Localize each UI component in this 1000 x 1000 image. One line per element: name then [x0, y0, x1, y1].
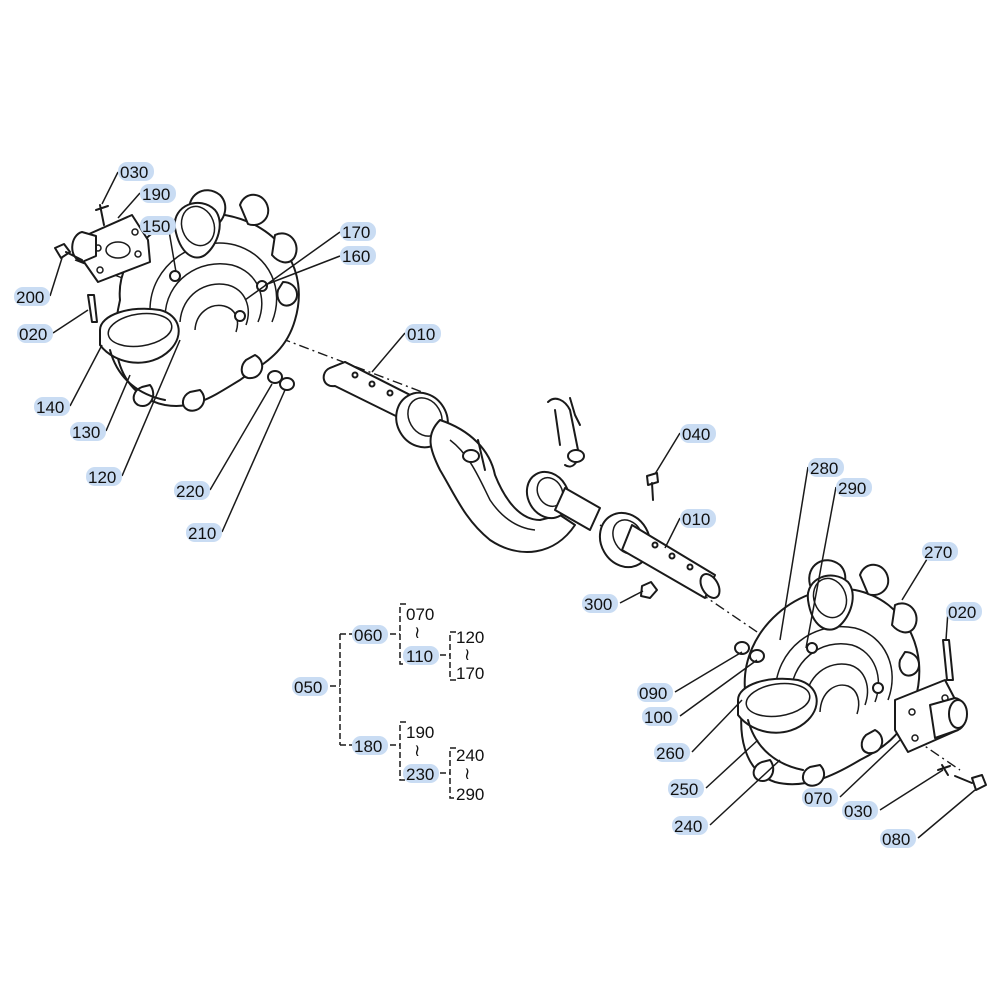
callout-010-top: 010	[405, 324, 441, 344]
svg-text:150: 150	[142, 217, 170, 236]
callout-290-right: 290	[836, 478, 872, 498]
svg-text:280: 280	[810, 459, 838, 478]
callout-250: 250	[668, 779, 704, 799]
svg-text:300: 300	[584, 595, 612, 614]
svg-text:220: 220	[176, 482, 204, 501]
callout-020-left: 020	[17, 324, 53, 344]
tree-range-mark-3: ≀	[414, 741, 420, 760]
svg-text:100: 100	[644, 708, 672, 727]
callout-210: 210	[186, 523, 222, 543]
svg-text:010: 010	[407, 325, 435, 344]
callout-020-right: 020	[946, 602, 982, 622]
tree-230: 230	[406, 765, 434, 784]
svg-text:090: 090	[639, 684, 667, 703]
svg-text:210: 210	[188, 524, 216, 543]
tree-050: 050	[294, 678, 322, 697]
callout-030-top: 030	[118, 162, 154, 182]
svg-text:260: 260	[656, 744, 684, 763]
center-axle-assembly	[322, 361, 721, 599]
callout-140: 140	[34, 397, 70, 417]
tree-060: 060	[354, 626, 382, 645]
tree-range-mark-4: ≀	[464, 764, 470, 783]
callout-160: 160	[340, 246, 376, 266]
svg-text:030: 030	[844, 802, 872, 821]
svg-text:290: 290	[838, 479, 866, 498]
svg-text:130: 130	[72, 423, 100, 442]
tree-110: 110	[406, 647, 433, 666]
callout-170: 170	[340, 222, 376, 242]
svg-text:170: 170	[342, 223, 370, 242]
tree-290: 290	[456, 785, 484, 804]
svg-text:240: 240	[674, 817, 702, 836]
callout-100: 100	[642, 707, 678, 727]
callout-260: 260	[654, 743, 690, 763]
callout-130: 130	[70, 422, 106, 442]
tree-070: 070	[406, 605, 434, 624]
svg-text:070: 070	[804, 789, 832, 808]
callout-070-right: 070	[802, 788, 838, 808]
callout-labels: 030 190 150 170 160 200 020 140 130 120 …	[14, 162, 982, 849]
svg-text:020: 020	[19, 325, 47, 344]
tree-190: 190	[406, 723, 434, 742]
callout-120: 120	[86, 467, 122, 487]
svg-text:030: 030	[120, 163, 148, 182]
callout-040: 040	[680, 424, 716, 444]
svg-text:040: 040	[682, 425, 710, 444]
svg-text:190: 190	[142, 185, 170, 204]
right-wheel-assembly	[734, 559, 987, 791]
svg-text:020: 020	[948, 603, 976, 622]
svg-text:160: 160	[342, 247, 370, 266]
tree-170: 170	[456, 664, 484, 683]
callout-080: 080	[880, 829, 916, 849]
tree-range-mark-1: ≀	[414, 623, 420, 642]
svg-text:140: 140	[36, 398, 64, 417]
callout-270: 270	[922, 542, 958, 562]
tree-120: 120	[456, 628, 484, 647]
svg-text:250: 250	[670, 780, 698, 799]
tree-range-mark-2: ≀	[464, 645, 470, 664]
callout-030-right: 030	[842, 801, 878, 821]
assembly-tree: 050 060 070 ≀ 110 120 ≀ 170 180 190 ≀ 23…	[292, 603, 484, 804]
callout-220: 220	[174, 481, 210, 501]
callout-280: 280	[808, 458, 844, 478]
tree-240: 240	[456, 746, 484, 765]
callout-090: 090	[637, 683, 673, 703]
left-wheel-assembly	[54, 189, 300, 412]
leader-lines	[49, 171, 976, 839]
svg-text:270: 270	[924, 543, 952, 562]
callout-010-right: 010	[680, 509, 716, 529]
svg-text:010: 010	[682, 510, 710, 529]
svg-text:120: 120	[88, 468, 116, 487]
callout-200: 200	[14, 287, 50, 307]
callout-150: 150	[140, 216, 176, 236]
tree-180: 180	[354, 737, 382, 756]
svg-text:080: 080	[882, 830, 910, 849]
callout-190-top: 190	[140, 184, 176, 204]
callout-240: 240	[672, 816, 708, 836]
svg-text:200: 200	[16, 288, 44, 307]
callout-300: 300	[582, 594, 618, 614]
